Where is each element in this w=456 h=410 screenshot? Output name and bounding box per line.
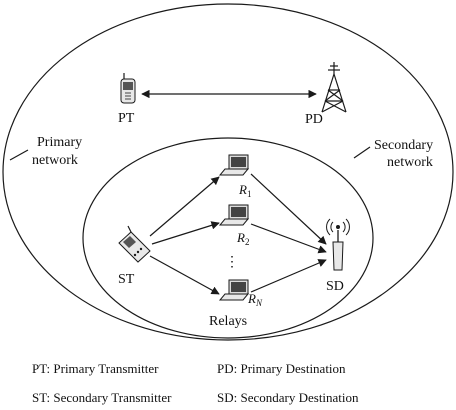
primary-network-pointer — [9, 149, 29, 161]
relayn-sd-arrow — [250, 259, 327, 293]
legend-st: ST: Secondary Transmitter — [32, 390, 172, 405]
relay2-sd-arrow — [250, 223, 327, 254]
relay-ellipsis: ⋮ — [225, 255, 239, 270]
st-phone-icon — [118, 225, 151, 263]
st-relayn-arrow — [149, 255, 220, 295]
st-label: ST — [118, 272, 135, 287]
primary-network-label-1: Primary — [37, 135, 82, 150]
relays-group-label: Relays — [209, 314, 247, 329]
relay-1-laptop-icon — [218, 154, 250, 176]
primary-network-label-2: network — [32, 153, 78, 168]
primary-network-ellipse — [2, 3, 454, 341]
relay-1-label: R1 — [238, 182, 251, 199]
secondary-network-label-1: Secondary — [374, 138, 433, 153]
secondary-network-label-2: network — [387, 155, 433, 170]
secondary-network-ellipse — [82, 137, 374, 339]
relay1-sd-arrow — [250, 173, 327, 245]
relay-2-label: R2 — [236, 230, 249, 247]
relay-n-label: RN — [247, 291, 263, 308]
pd-label: PD — [305, 112, 323, 127]
relay-n-laptop-icon — [218, 279, 250, 301]
legend-pt: PT: Primary Transmitter — [32, 361, 159, 376]
legend-sd: SD: Secondary Destination — [217, 390, 359, 405]
sd-label: SD — [326, 279, 344, 294]
legend-pd: PD: Primary Destination — [217, 361, 346, 376]
relay-2-laptop-icon — [218, 204, 250, 226]
sd-antenna-icon — [326, 218, 350, 271]
pd-tower-icon — [321, 62, 347, 113]
secondary-network-pointer — [353, 146, 371, 159]
pt-label: PT — [118, 111, 135, 126]
st-relay1-arrow — [149, 176, 220, 237]
st-relay2-arrow — [151, 221, 220, 245]
pt-phone-icon — [120, 73, 136, 104]
